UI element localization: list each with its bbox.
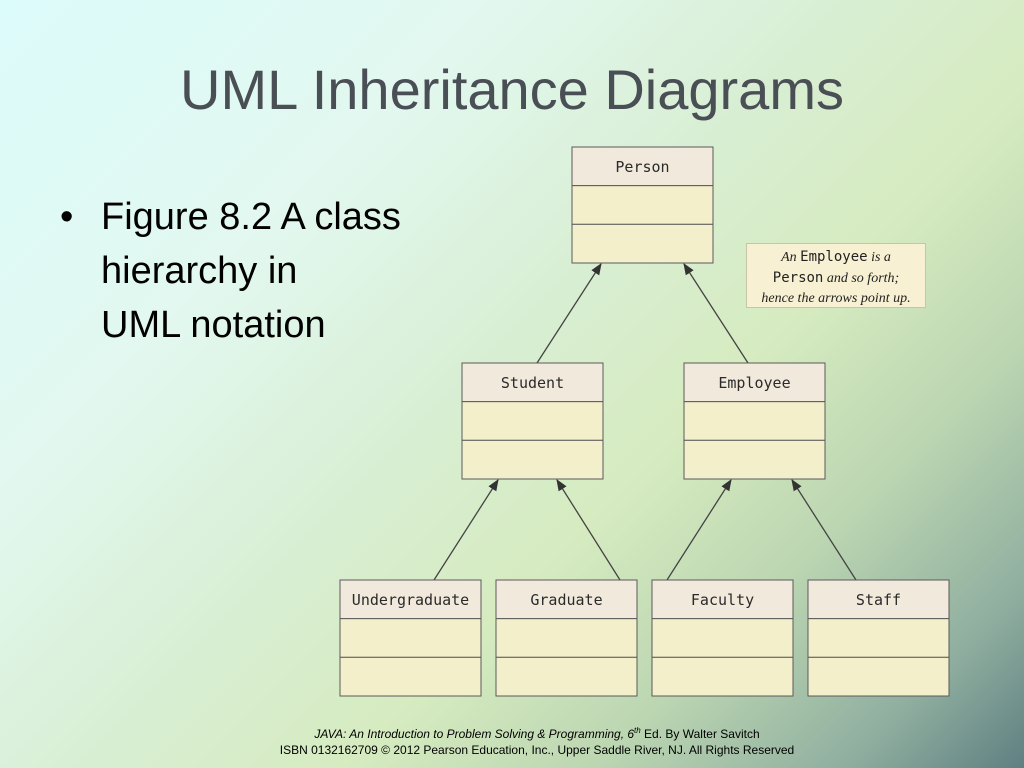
class-name-staff: Staff xyxy=(856,591,901,609)
arrow-graduate-to-student xyxy=(556,479,621,581)
arrow-student-to-person xyxy=(536,263,602,364)
class-box-person: Person xyxy=(571,146,714,264)
class-box-undergraduate: Undergraduate xyxy=(339,579,482,697)
class-name-student: Student xyxy=(501,374,564,392)
attributes-compartment xyxy=(807,618,950,658)
class-name-compartment xyxy=(651,579,794,620)
note-line-3: hence the arrows point up. xyxy=(761,291,911,306)
footer-copyright: ISBN 0132162709 © 2012 Pearson Education… xyxy=(279,743,795,757)
class-name-compartment xyxy=(339,579,482,620)
footer-citation: JAVA: An Introduction to Problem Solving… xyxy=(314,726,760,741)
class-box-employee: Employee xyxy=(683,362,826,480)
explanation-note: An Employee is a Person and so forth; he… xyxy=(746,243,926,308)
slide-footer: JAVA: An Introduction to Problem Solving… xyxy=(0,723,1024,758)
class-name-person: Person xyxy=(615,158,669,176)
arrow-staff-to-employee xyxy=(791,479,857,581)
bullet-line-3: UML notation xyxy=(101,304,326,346)
arrow-faculty-to-employee xyxy=(666,479,732,581)
attributes-compartment xyxy=(683,401,826,441)
class-name-compartment xyxy=(461,362,604,403)
slide-title: UML Inheritance Diagrams xyxy=(180,58,844,121)
attributes-compartment xyxy=(461,401,604,441)
class-name-compartment xyxy=(495,579,638,620)
methods-compartment xyxy=(571,223,714,264)
attributes-compartment xyxy=(651,618,794,658)
methods-compartment xyxy=(495,656,638,697)
bullet-line-1: Figure 8.2 A class xyxy=(101,196,401,238)
class-box-student: Student xyxy=(461,362,604,480)
class-name-faculty: Faculty xyxy=(691,591,754,609)
inheritance-arrows xyxy=(433,263,857,581)
class-name-undergraduate: Undergraduate xyxy=(352,591,469,609)
class-name-graduate: Graduate xyxy=(530,591,602,609)
methods-compartment xyxy=(461,439,604,480)
note-line-1: An Employee is a xyxy=(781,249,891,265)
arrow-employee-to-person xyxy=(683,263,749,364)
class-name-compartment xyxy=(807,579,950,620)
class-name-employee: Employee xyxy=(718,374,790,392)
attributes-compartment xyxy=(571,185,714,225)
bullet-line-2: hierarchy in xyxy=(101,250,298,292)
class-box-graduate: Graduate xyxy=(495,579,638,697)
bullet-dot: • xyxy=(60,196,74,238)
methods-compartment xyxy=(339,656,482,697)
bullet-text: Figure 8.2 A class hierarchy in UML nota… xyxy=(101,190,491,352)
class-name-compartment xyxy=(683,362,826,403)
class-box-staff: Staff xyxy=(807,579,950,697)
methods-compartment xyxy=(683,439,826,480)
arrow-undergraduate-to-student xyxy=(433,479,499,581)
class-name-compartment xyxy=(571,146,714,187)
attributes-compartment xyxy=(339,618,482,658)
methods-compartment xyxy=(807,656,950,697)
attributes-compartment xyxy=(495,618,638,658)
class-box-faculty: Faculty xyxy=(651,579,794,697)
note-line-2: Person and so forth; xyxy=(772,270,900,286)
methods-compartment xyxy=(651,656,794,697)
